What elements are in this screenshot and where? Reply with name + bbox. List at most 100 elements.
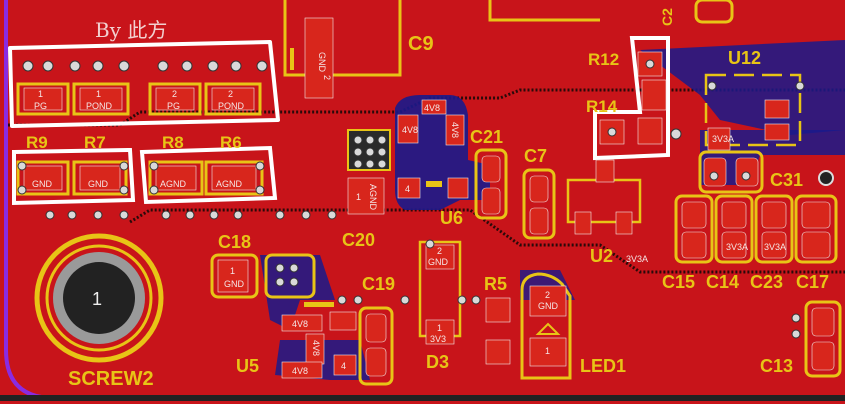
footprint-d3[interactable]: 2 GND 1 3V3 (418, 240, 462, 345)
designator-c18: C18 (218, 232, 251, 252)
footprint-r6[interactable]: AGND (204, 160, 265, 196)
footprint-r9[interactable]: GND (16, 160, 70, 196)
designator-c17: C17 (796, 272, 829, 292)
footprint-u5[interactable]: 4V8 4V8 4V8 4 (281, 302, 357, 379)
c23-net-label: 3V3A (764, 242, 786, 252)
screw2-pad-number: 1 (92, 289, 102, 309)
designator-c21: C21 (470, 127, 503, 147)
silk-outline-top (488, 0, 600, 22)
designator-c9: C9 (408, 33, 434, 55)
designator-r8: R8 (162, 133, 184, 152)
footprint-pg-2[interactable]: 2 PG (148, 82, 202, 116)
annotation-box-right (139, 145, 278, 205)
footprint-u6[interactable]: 4V8 4V8 4V8 4 (397, 99, 469, 199)
designator-r9: R9 (26, 133, 48, 152)
u5-net-c: 4V8 (292, 366, 308, 376)
pad-number-2: 1 (96, 89, 101, 99)
r8-pad-label: AGND (160, 179, 187, 189)
u12-net-label: 3V3A (712, 134, 734, 144)
footprint-c31-area[interactable] (698, 150, 764, 194)
designator-c14: C14 (706, 272, 739, 292)
designator-u12: U12 (728, 48, 761, 68)
footprint-c20[interactable]: AGND 1 (347, 129, 391, 215)
footprint-c13[interactable] (791, 300, 842, 378)
footprint-r12[interactable] (637, 51, 667, 111)
designator-c31: C31 (770, 170, 803, 190)
footprint-c21[interactable] (474, 148, 508, 220)
mounting-via (818, 170, 834, 186)
footprint-c2[interactable] (694, 0, 734, 24)
footprint-r7[interactable]: GND (72, 160, 129, 196)
footprint-r14[interactable] (599, 117, 663, 145)
pour-boundary-mid (129, 208, 845, 274)
designator-c13: C13 (760, 356, 793, 376)
c9-outline (283, 0, 402, 77)
d3-pad-number-1: 1 (437, 323, 442, 333)
footprint-u2[interactable] (566, 159, 642, 235)
designator-c20: C20 (342, 230, 375, 250)
c20-pad-label: AGND (368, 184, 378, 211)
designator-c15: C15 (662, 272, 695, 292)
r7-pad-label: GND (88, 179, 109, 189)
pad-label-pond-1: POND (86, 101, 113, 111)
footprint-c17[interactable] (794, 194, 838, 264)
u2-net-label: 3V3A (626, 254, 648, 264)
footprint-pond-1[interactable]: 1 POND (72, 82, 130, 116)
designator-r14: R14 (586, 97, 618, 116)
u5-pin-number: 4 (341, 361, 346, 371)
annotation-box-top (8, 40, 280, 128)
bottom-copper-region-3 (260, 255, 335, 330)
designator-u6: U6 (440, 208, 463, 228)
designator-u2: U2 (590, 246, 613, 266)
designator-led1: LED1 (580, 356, 626, 376)
u5-net-b: 4V8 (311, 340, 321, 356)
led1-pad-number-2: 2 (545, 290, 550, 300)
footprint-r8[interactable]: AGND (148, 160, 204, 196)
designator-d3: D3 (426, 352, 449, 372)
c18-pad-label: GND (224, 279, 245, 289)
footprint-r5[interactable] (485, 297, 511, 365)
c9-pad[interactable] (304, 17, 334, 99)
designator-r12: R12 (588, 50, 619, 69)
u6-pin-number: 4 (405, 184, 410, 194)
u6-net-b: 4V8 (424, 103, 440, 113)
designator-c19: C19 (362, 274, 395, 294)
footprint-pg-1[interactable]: 1 PG (16, 82, 70, 116)
designator-r6: R6 (220, 133, 242, 152)
footprint-screw2[interactable]: 1 (34, 233, 164, 363)
bottom-copper-region-1 (640, 40, 845, 135)
footprint-pond-2[interactable]: 2 POND (204, 82, 262, 116)
pad-label-pg-2: PG (167, 101, 180, 111)
via-row-bottom (45, 210, 337, 220)
annotation-box-r12 (593, 36, 670, 161)
designator-u5: U5 (236, 356, 259, 376)
c9-pad-number: 2 (322, 75, 332, 80)
pad-number-1: 1 (38, 89, 43, 99)
pad-label-pond-2: POND (218, 101, 245, 111)
footprint-c18[interactable]: 1 GND (210, 253, 316, 299)
footprint-c14[interactable]: 3V3A (714, 194, 754, 264)
c18-pad-number: 1 (230, 266, 235, 276)
c9-pad-label: GND (317, 52, 327, 73)
designator-r7: R7 (84, 133, 106, 152)
pad-number-4: 2 (228, 89, 233, 99)
footprint-led1[interactable]: 2 GND 1 (520, 272, 572, 380)
designator-c2: C2 (659, 8, 675, 26)
footprint-c15[interactable] (674, 194, 714, 264)
misc-vias (337, 128, 682, 305)
footprint-u12[interactable]: 3V3A (704, 73, 805, 151)
d3-pad-gnd: GND (428, 257, 449, 267)
c9-mark (290, 48, 294, 70)
u6-net-c: 4V8 (450, 122, 460, 138)
footprint-c19[interactable] (358, 306, 394, 386)
pad-number-3: 2 (172, 89, 177, 99)
watermark-text: By 此方 (95, 18, 167, 42)
footprint-c7[interactable] (522, 168, 556, 240)
u6-net-a: 4V8 (402, 125, 418, 135)
r6-pad-label: AGND (216, 179, 243, 189)
footprint-c23[interactable]: 3V3A (754, 194, 794, 264)
r9-pad-label: GND (32, 179, 53, 189)
d3-pad-3v3: 3V3 (430, 334, 446, 344)
